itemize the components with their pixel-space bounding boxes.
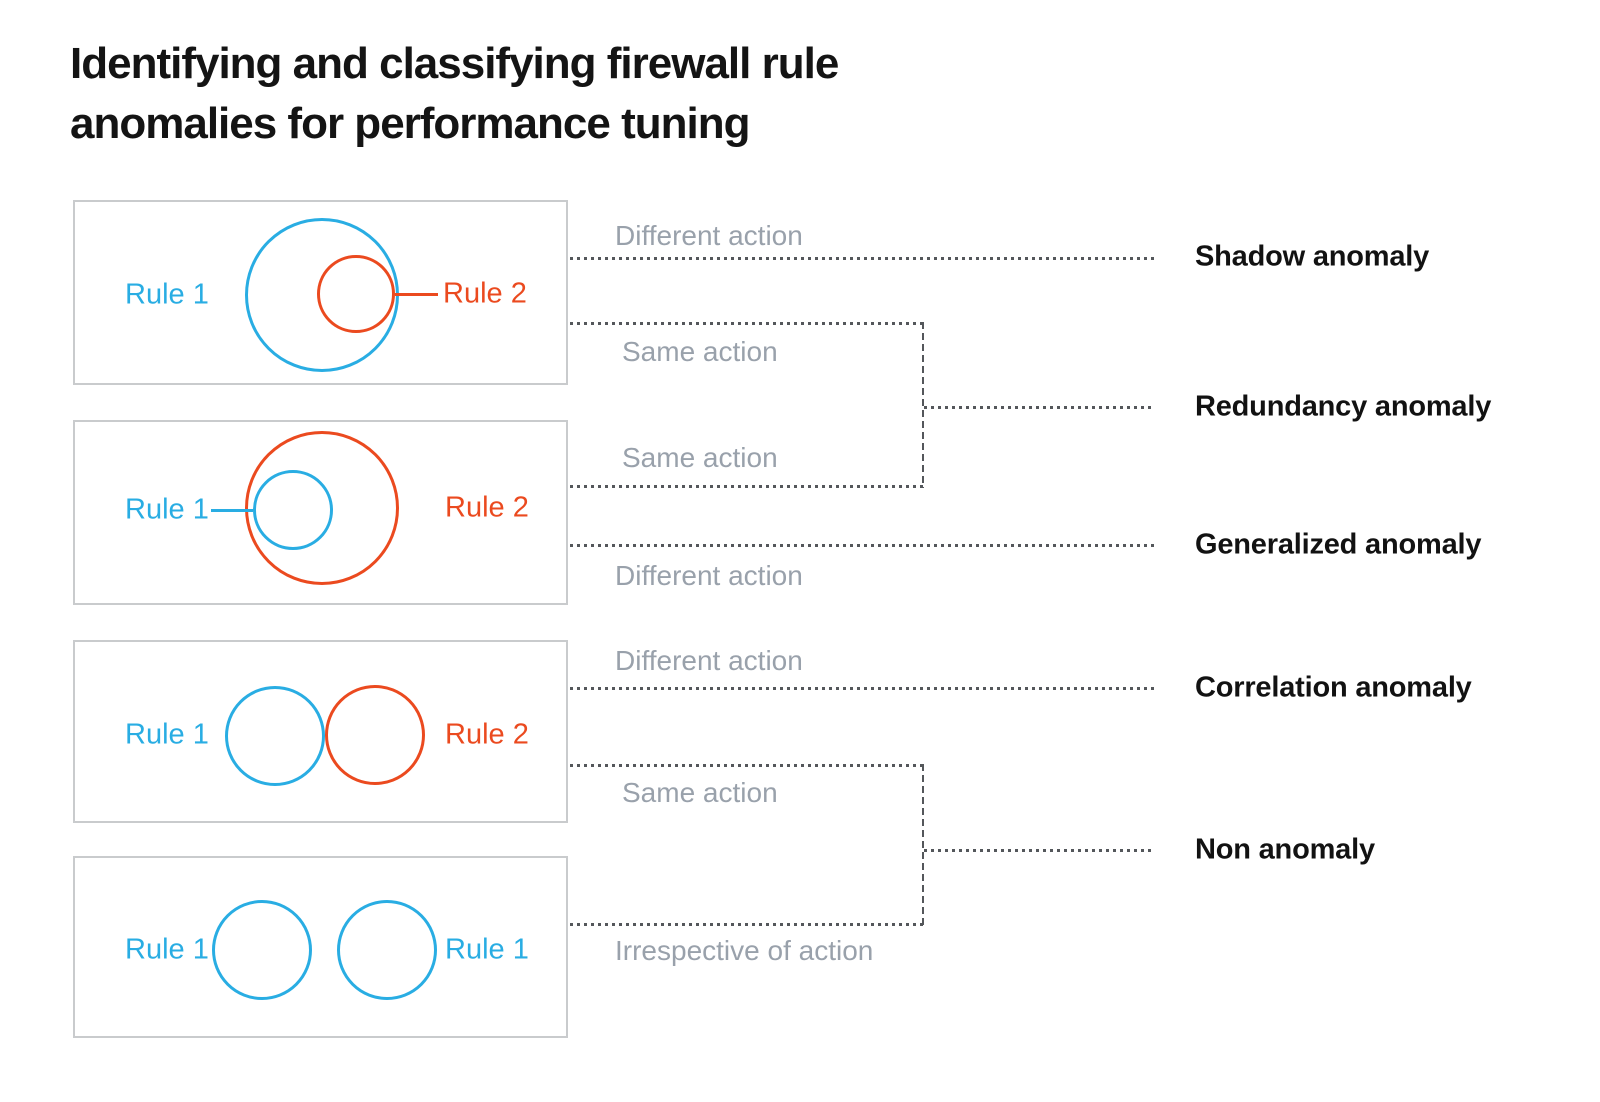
- anomaly-label-correlation: Correlation anomaly: [1195, 671, 1472, 704]
- action-label-same-1: Same action: [622, 336, 778, 367]
- rule1-circle-right: [337, 900, 437, 1000]
- rule1-label-right: Rule 1: [445, 933, 529, 966]
- rule2-circle: [325, 685, 425, 785]
- anomaly-label-shadow: Shadow anomaly: [1195, 240, 1430, 273]
- dotted-line-shadow: [570, 257, 1155, 260]
- rule2-callout-line: [395, 293, 438, 296]
- dotted-line-redundancy-bottom: [570, 485, 925, 488]
- anomaly-label-generalized: Generalized anomaly: [1195, 528, 1482, 561]
- action-label-different-3: Different action: [615, 645, 803, 676]
- rule2-label: Rule 2: [445, 718, 529, 751]
- dashed-line-redundancy-vertical: [922, 322, 924, 488]
- action-label-same-2: Same action: [622, 442, 778, 473]
- rule2-circle: [317, 255, 395, 333]
- dotted-line-generalized: [570, 544, 1155, 547]
- rule1-circle: [253, 470, 333, 550]
- rule2-label: Rule 2: [443, 277, 527, 310]
- rule1-label: Rule 1: [125, 493, 209, 526]
- rule1-callout-line: [211, 509, 253, 512]
- action-label-different-1: Different action: [615, 220, 803, 251]
- action-label-irrespective: Irrespective of action: [615, 935, 874, 966]
- rule1-label: Rule 1: [125, 718, 209, 751]
- dotted-line-non-anomaly-bottom: [570, 923, 925, 926]
- dotted-line-non-anomaly-top: [570, 764, 925, 767]
- venn-box-non-anomaly: Rule 1 Rule 1: [73, 856, 568, 1038]
- rule1-circle-left: [212, 900, 312, 1000]
- rule1-label: Rule 1: [125, 933, 209, 966]
- action-label-different-2: Different action: [615, 560, 803, 591]
- dashed-line-non-anomaly-vertical: [922, 764, 924, 925]
- dotted-line-correlation: [570, 687, 1155, 690]
- anomaly-label-redundancy: Redundancy anomaly: [1195, 390, 1492, 423]
- page-title-line-1: Identifying and classifying firewall rul…: [70, 39, 839, 88]
- venn-box-correlation: Rule 1 Rule 2: [73, 640, 568, 823]
- rule2-circle: [245, 431, 399, 585]
- rule1-circle: [225, 686, 325, 786]
- dotted-line-redundancy-top: [570, 322, 925, 325]
- rule1-label: Rule 1: [125, 278, 209, 311]
- dotted-line-redundancy-mid: [924, 406, 1155, 409]
- dotted-line-non-anomaly-mid: [924, 849, 1155, 852]
- venn-box-generalized: Rule 1 Rule 2: [73, 420, 568, 605]
- page-title: Identifying and classifying firewall rul…: [70, 34, 839, 154]
- action-label-same-3: Same action: [622, 777, 778, 808]
- page-title-line-2: anomalies for performance tuning: [70, 99, 750, 148]
- anomaly-label-non: Non anomaly: [1195, 833, 1375, 866]
- rule2-label: Rule 2: [445, 491, 529, 524]
- venn-box-shadow: Rule 1 Rule 2: [73, 200, 568, 385]
